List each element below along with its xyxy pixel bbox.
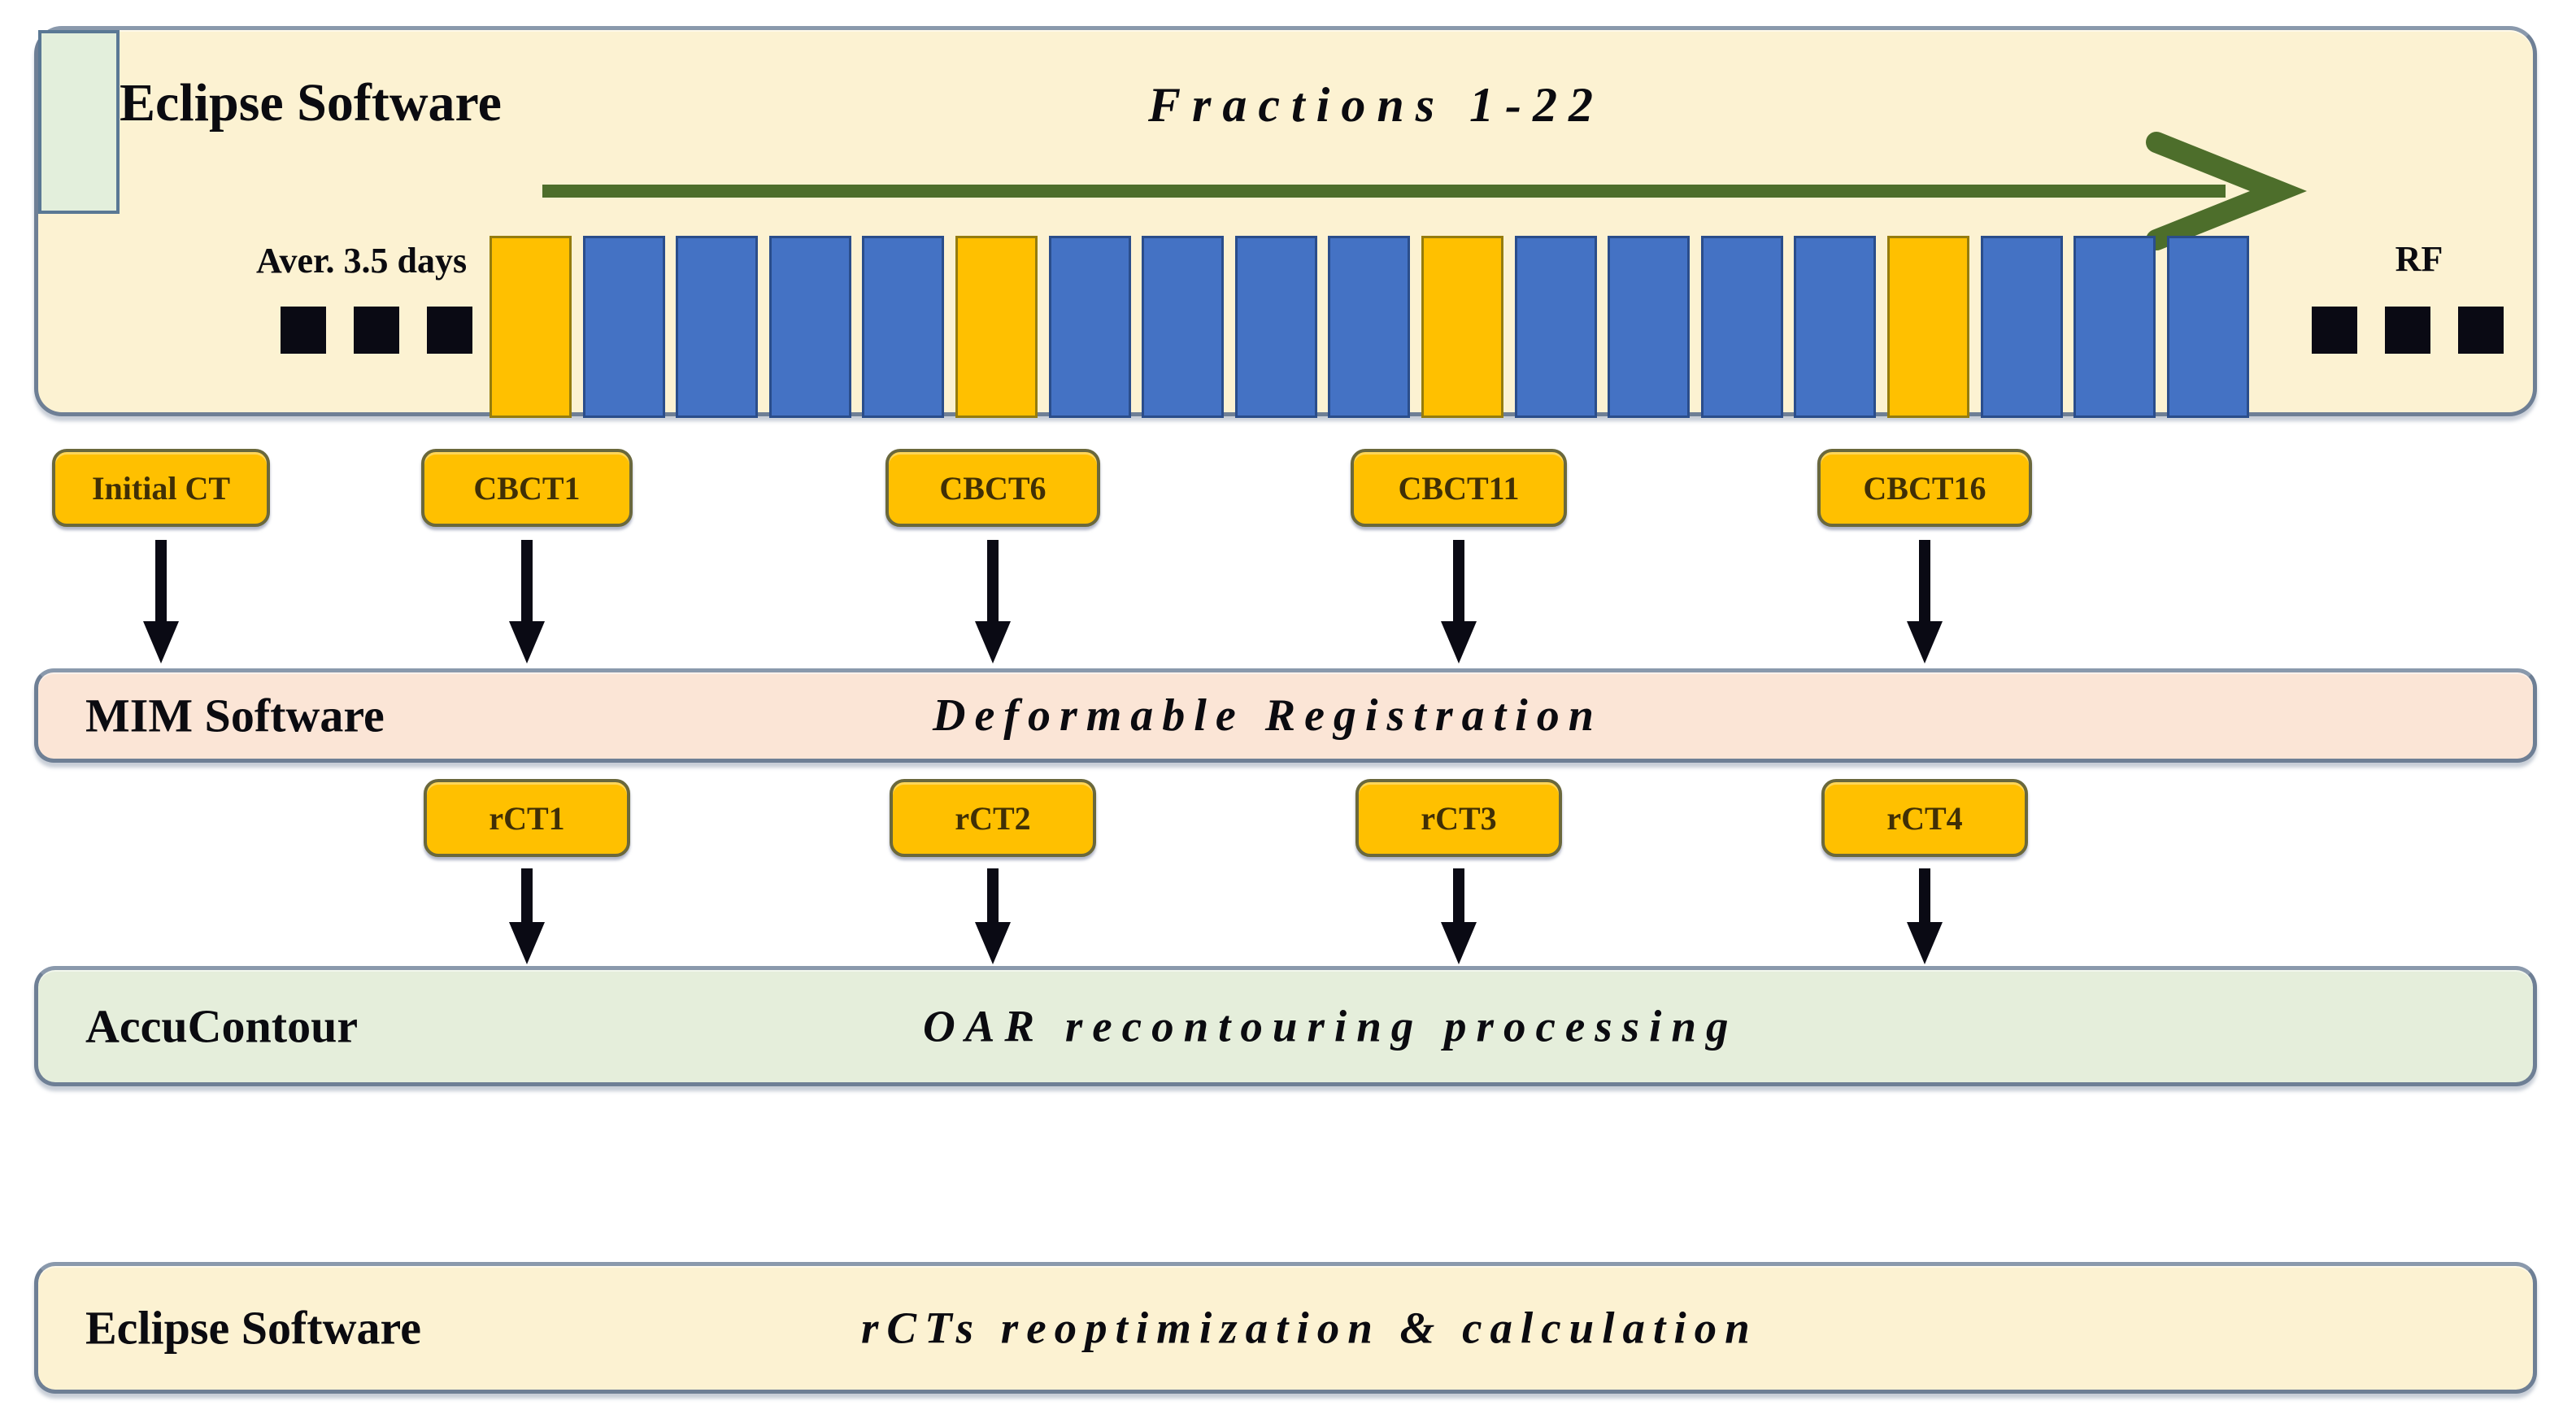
- cbct-fraction-bar: [955, 236, 1038, 418]
- fractions-timeline-arrow: [542, 132, 2308, 250]
- eclipse-bottom-panel-title: Eclipse Software: [85, 1301, 421, 1355]
- accucontour-panel: AccuContour OAR recontouring processing: [34, 966, 2537, 1086]
- treatment-fraction-bar: [1794, 236, 1876, 418]
- dot-square: [281, 307, 326, 354]
- dot-square: [2312, 307, 2357, 354]
- initial-ct-bar: [38, 30, 120, 214]
- down-arrow: [975, 540, 1011, 663]
- dot-square: [427, 307, 472, 354]
- average-gap-label: Aver. 3.5 days: [256, 241, 468, 281]
- down-arrow: [975, 868, 1011, 964]
- treatment-fraction-bar: [769, 236, 851, 418]
- tag-cbct11: CBCT11: [1351, 449, 1567, 527]
- treatment-fraction-bar: [1515, 236, 1597, 418]
- down-arrow: [1907, 868, 1943, 964]
- tag-rct2: rCT2: [890, 779, 1096, 857]
- treatment-fraction-bar: [676, 236, 758, 418]
- treatment-fraction-bar: [862, 236, 944, 418]
- cbct-fraction-bar: [1421, 236, 1503, 418]
- tag-initial-ct: Initial CT: [52, 449, 270, 527]
- oar-recontouring-label: OAR recontouring processing: [923, 1001, 1738, 1051]
- rf-label: RF: [2395, 239, 2443, 279]
- eclipse-panel-title: Eclipse Software: [120, 73, 502, 133]
- tag-cbct16: CBCT16: [1817, 449, 2032, 527]
- treatment-fraction-bar: [2073, 236, 2156, 418]
- treatment-fraction-bar: [583, 236, 665, 418]
- mim-software-panel: MIM Software Deformable Registration: [34, 668, 2537, 763]
- dot-square: [2385, 307, 2430, 354]
- down-arrow: [1441, 540, 1477, 663]
- deformable-registration-label: Deformable Registration: [933, 690, 1603, 741]
- mim-panel-title: MIM Software: [85, 689, 385, 742]
- ellipsis-dots-right: [2312, 307, 2504, 354]
- dot-square: [2458, 307, 2504, 354]
- treatment-fraction-bar: [1235, 236, 1317, 418]
- cbct-fraction-bar: [1887, 236, 1969, 418]
- down-arrow: [509, 540, 545, 663]
- tag-cbct6: CBCT6: [886, 449, 1100, 527]
- tag-rct1: rCT1: [424, 779, 630, 857]
- down-arrow: [509, 868, 545, 964]
- fractions-range-label: Fractions 1-22: [1148, 78, 1605, 132]
- down-arrow: [1441, 868, 1477, 964]
- tag-rct4: rCT4: [1821, 779, 2028, 857]
- tag-cbct1: CBCT1: [421, 449, 633, 527]
- treatment-fraction-bar: [1701, 236, 1783, 418]
- eclipse-reoptimization-panel: Eclipse Software rCTs reoptimization & c…: [34, 1262, 2537, 1394]
- treatment-fraction-bar: [1608, 236, 1690, 418]
- treatment-fraction-bar: [1142, 236, 1224, 418]
- treatment-fraction-bar: [2167, 236, 2249, 418]
- rcts-reoptimization-label: rCTs reoptimization & calculation: [861, 1303, 1758, 1353]
- dot-square: [354, 307, 399, 354]
- down-arrow: [1907, 540, 1943, 663]
- eclipse-timeline-panel: Eclipse Software Fractions 1-22 Aver. 3.…: [34, 26, 2537, 418]
- down-arrow: [143, 540, 179, 663]
- treatment-fraction-bar: [1981, 236, 2063, 418]
- accucontour-panel-title: AccuContour: [85, 999, 359, 1053]
- tag-rct3: rCT3: [1355, 779, 1562, 857]
- treatment-fraction-bar: [1049, 236, 1131, 418]
- treatment-fraction-bar: [1328, 236, 1410, 418]
- ellipsis-dots-left: [281, 307, 472, 354]
- cbct-fraction-bar: [490, 236, 572, 418]
